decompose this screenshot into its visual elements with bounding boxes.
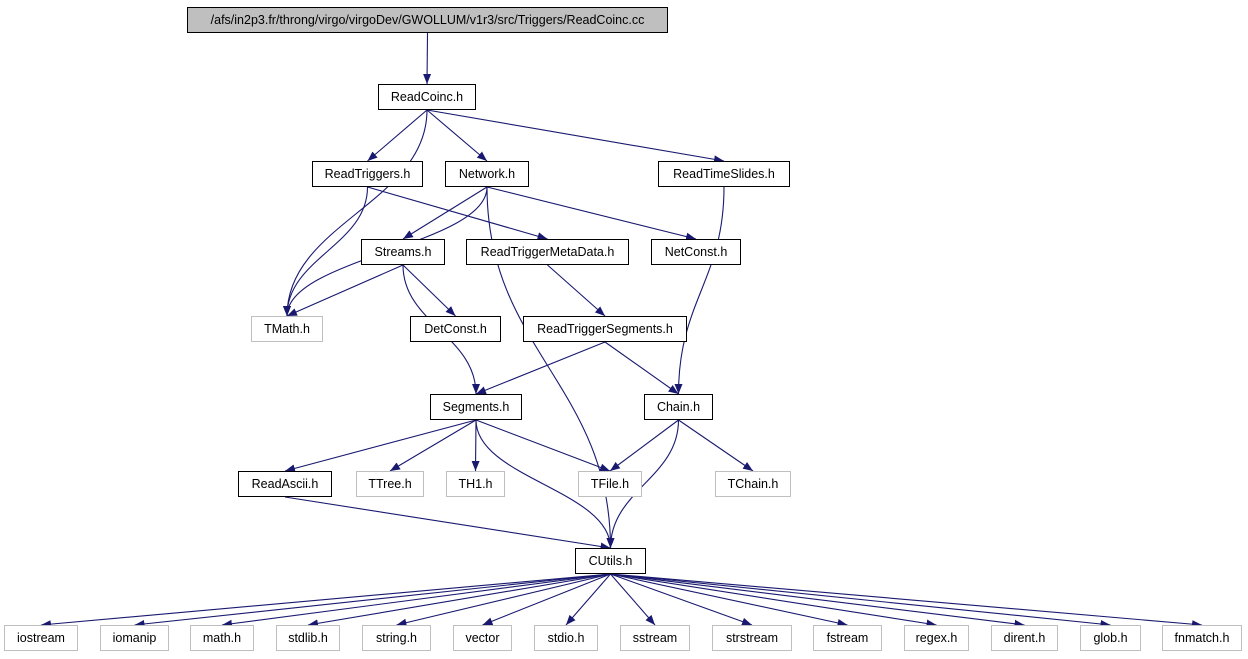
node-cutils-h[interactable]: CUtils.h [575, 548, 646, 574]
edge-readcoinc-to-network [426, 109, 488, 162]
node-fnmatch-h: fnmatch.h [1162, 625, 1242, 651]
node-string-h: string.h [362, 625, 431, 651]
node-regex-h: regex.h [904, 625, 969, 651]
node-network-h[interactable]: Network.h [445, 161, 529, 187]
node-vector: vector [453, 625, 512, 651]
edge-cutils-to-iomanip [134, 573, 611, 628]
edge-readtriggersegments-to-segments [475, 341, 606, 395]
edge-readcoinc-to-readtriggers [367, 109, 428, 162]
edge-cutils-to-iostream [40, 573, 611, 629]
edge-readascii-to-cutils [284, 496, 611, 551]
node-segments-h[interactable]: Segments.h [430, 394, 522, 420]
edge-cutils-to-stdlib [307, 573, 611, 628]
node-dirent-h: dirent.h [991, 625, 1058, 651]
edge-network-to-netconst [486, 186, 697, 241]
edge-segments-to-readascii [284, 419, 477, 473]
edge-cutils-to-string [396, 573, 611, 627]
edge-streams-to-tmath [286, 264, 404, 317]
edge-cutils-to-glob [610, 573, 1111, 628]
edge-cutils-to-regex [610, 573, 937, 628]
node-stdlib-h: stdlib.h [276, 625, 340, 651]
node-detconst-h[interactable]: DetConst.h [410, 316, 501, 342]
node-iostream: iostream [4, 625, 78, 651]
node-tfile-h: TFile.h [578, 471, 642, 497]
node-streams-h[interactable]: Streams.h [361, 239, 445, 265]
edge-readtriggers-to-readtriggermetadata [367, 186, 548, 241]
node-tmath-h: TMath.h [251, 316, 323, 342]
node-th1-h: TH1.h [446, 471, 505, 497]
node-readascii-h[interactable]: ReadAscii.h [238, 471, 332, 497]
edge-readtimeslides-to-chain [674, 186, 725, 395]
node-stdio-h: stdio.h [534, 625, 598, 651]
edge-readcoinc-to-readtimeslides [426, 109, 725, 164]
edge-readcoinc-to-tmath [283, 109, 428, 317]
node-ttree-h: TTree.h [356, 471, 424, 497]
node-strstream: strstream [712, 625, 792, 651]
node-readcoinc-h[interactable]: ReadCoinc.h [378, 84, 476, 110]
node-glob-h: glob.h [1080, 625, 1141, 651]
edge-cutils-to-fstream [610, 573, 848, 627]
edge-network-to-streams [402, 186, 488, 240]
edge-segments-to-th1 [471, 419, 480, 472]
edge-cutils-to-dirent [610, 573, 1025, 628]
edge-segments-to-tfile [475, 419, 611, 472]
edge-readtriggermetadata-to-readtriggersegments [547, 264, 606, 317]
node-math-h: math.h [190, 625, 254, 651]
edge-root-to-readcoinc [423, 32, 432, 85]
node-readcoinc-cc: /afs/in2p3.fr/throng/virgo/virgoDev/GWOL… [187, 7, 668, 33]
node-sstream: sstream [620, 625, 690, 651]
edge-cutils-to-fnmatch [610, 573, 1203, 629]
edge-chain-to-cutils [606, 419, 680, 549]
edge-cutils-to-math [221, 573, 611, 628]
node-readtimeslides-h[interactable]: ReadTimeSlides.h [658, 161, 790, 187]
node-fstream: fstream [813, 625, 882, 651]
edge-chain-to-tfile [609, 419, 679, 472]
edge-streams-to-detconst [402, 264, 456, 317]
node-readtriggers-h[interactable]: ReadTriggers.h [312, 161, 423, 187]
node-tchain-h: TChain.h [715, 471, 791, 497]
edge-segments-to-cutils [475, 419, 615, 549]
node-chain-h[interactable]: Chain.h [644, 394, 713, 420]
node-readtriggersegments-h[interactable]: ReadTriggerSegments.h [523, 316, 687, 342]
node-netconst-h[interactable]: NetConst.h [651, 239, 741, 265]
edge-cutils-to-vector [482, 573, 611, 626]
edge-cutils-to-sstream [610, 573, 656, 626]
edge-readtriggersegments-to-chain [604, 341, 679, 395]
edge-cutils-to-stdio [565, 573, 611, 626]
edge-cutils-to-strstream [610, 573, 753, 626]
edge-segments-to-ttree [389, 419, 477, 472]
node-iomanip: iomanip [100, 625, 169, 651]
edge-readtriggers-to-tmath [283, 186, 369, 317]
node-readtriggermetadata-h[interactable]: ReadTriggerMetaData.h [466, 239, 629, 265]
edge-chain-to-tchain [678, 419, 754, 472]
